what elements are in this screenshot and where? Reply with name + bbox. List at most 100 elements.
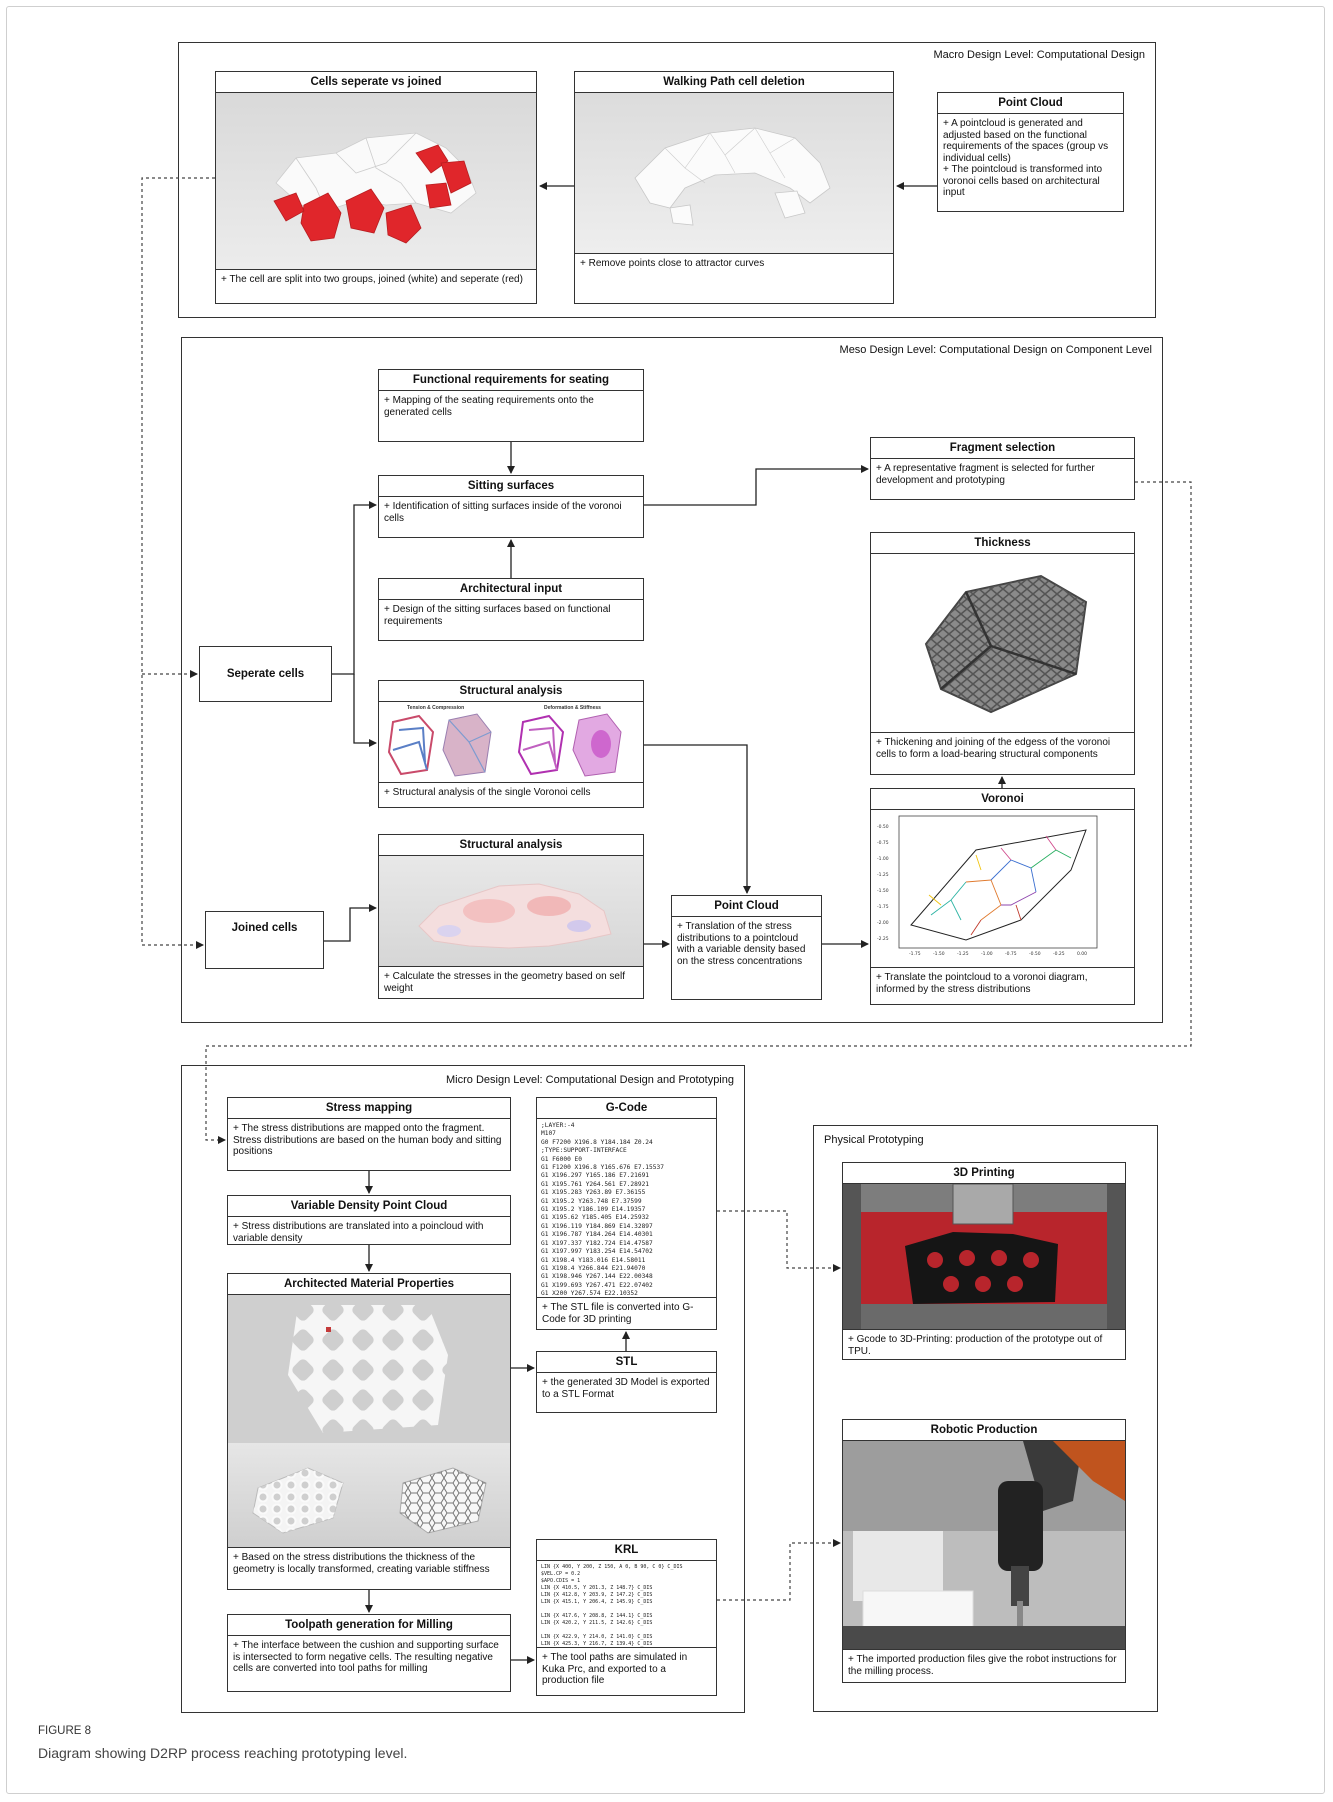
figure-caption: Diagram showing D2RP process reaching pr…: [38, 1745, 408, 1761]
walking-path-box: Walking Path cell deletion + Remove poin…: [574, 71, 894, 304]
sitting-surfaces-box: Sitting surfaces + Identification of sit…: [378, 475, 644, 538]
meso-pointcloud-text: + Translation of the stress distribution…: [677, 921, 806, 967]
functional-requirements-text: + Mapping of the seating requirements on…: [384, 395, 594, 418]
walking-path-title: Walking Path cell deletion: [575, 72, 893, 93]
physical-title: Physical Prototyping: [824, 1134, 924, 1146]
sitting-surfaces-text: + Identification of sitting surfaces ins…: [384, 501, 622, 524]
voronoi-ytick: -1.75: [877, 904, 889, 910]
figure-label: FIGURE 8: [38, 1725, 92, 1737]
architected-material-pattern-image: [228, 1295, 510, 1443]
macro-title: Macro Design Level: Computational Design: [933, 49, 1145, 61]
robotic-photo: [843, 1441, 1125, 1650]
fragment-selection-box: Fragment selection + A representative fr…: [870, 437, 1135, 500]
structural-analysis-single-title: Structural analysis: [379, 681, 643, 702]
voronoi-ytick: -1.25: [877, 872, 889, 878]
separate-cells-title: Seperate cells: [226, 668, 305, 680]
micro-title: Micro Design Level: Computational Design…: [446, 1074, 734, 1086]
voronoi-xtick: -0.25: [1053, 951, 1065, 957]
meso-title: Meso Design Level: Computational Design …: [839, 344, 1152, 356]
voronoi-xtick: -1.75: [909, 951, 921, 957]
macro-pointcloud-title: Point Cloud: [938, 93, 1123, 114]
separate-cells-box: Seperate cells: [199, 646, 332, 702]
structural-analysis-single-box: Structural analysis Tension & Compressio…: [378, 680, 644, 808]
structural-analysis-joined-box: Structural analysis + Calculate the stre…: [378, 834, 644, 999]
sitting-surfaces-title: Sitting surfaces: [379, 476, 643, 497]
variable-density-box: Variable Density Point Cloud + Stress di…: [227, 1195, 511, 1245]
printing-photo: [843, 1184, 1125, 1330]
tension-label: Tension & Compression: [407, 705, 465, 711]
cells-separate-box: Cells seperate vs joined + The cell are …: [215, 71, 537, 304]
robotic-text: + The imported production files give the…: [848, 1654, 1117, 1677]
gcode-text: + The STL file is converted into G-Code …: [542, 1302, 694, 1325]
structural-analysis-single-text: + Structural analysis of the single Voro…: [384, 787, 591, 798]
voronoi-xtick: 0.00: [1077, 951, 1087, 957]
krl-title: KRL: [537, 1540, 716, 1561]
voronoi-ytick: -0.50: [877, 824, 889, 830]
stress-mapping-box: Stress mapping + The stress distribution…: [227, 1097, 511, 1171]
voronoi-title: Voronoi: [871, 789, 1134, 810]
stress-render-image: [379, 856, 643, 967]
variable-density-title: Variable Density Point Cloud: [228, 1196, 510, 1217]
toolpath-text: + The interface between the cushion and …: [233, 1640, 499, 1674]
thickness-render-image: [871, 554, 1134, 733]
gcode-code: ;LAYER:-4 M107 G0 F7200 X196.8 Y184.184 …: [541, 1122, 664, 1297]
stl-text: + the generated 3D Model is exported to …: [542, 1377, 710, 1400]
stress-mapping-text: + The stress distributions are mapped on…: [233, 1123, 502, 1157]
toolpath-box: Toolpath generation for Milling + The in…: [227, 1614, 511, 1692]
variable-density-text: + Stress distributions are translated in…: [233, 1221, 484, 1244]
walking-path-render-image: [575, 93, 893, 254]
architectural-input-title: Architectural input: [379, 579, 643, 600]
architected-material-render-image: [228, 1443, 510, 1548]
krl-text: + The tool paths are simulated in Kuka P…: [542, 1652, 688, 1686]
fragment-selection-title: Fragment selection: [871, 438, 1134, 459]
thickness-box: Thickness + Thickening and joining of th…: [870, 532, 1135, 775]
stress-mapping-title: Stress mapping: [228, 1098, 510, 1119]
joined-cells-title: Joined cells: [231, 922, 298, 934]
meso-pointcloud-title: Point Cloud: [672, 896, 821, 917]
structural-analysis-cells-image: Tension & Compression Deformation & Stif…: [379, 702, 643, 783]
cells-separate-text: + The cell are split into two groups, jo…: [221, 274, 523, 285]
voronoi-xtick: -0.50: [1029, 951, 1041, 957]
gcode-listing: ;LAYER:-4 M107 G0 F7200 X196.8 Y184.184 …: [537, 1119, 716, 1298]
printing-text: + Gcode to 3D-Printing: production of th…: [848, 1334, 1103, 1357]
gcode-box: G-Code ;LAYER:-4 M107 G0 F7200 X196.8 Y1…: [536, 1097, 717, 1330]
krl-listing: LIN {X 400, Y 200, Z 150, A 0, B 90, C 0…: [537, 1561, 716, 1648]
toolpath-title: Toolpath generation for Milling: [228, 1615, 510, 1636]
stl-box: STL + the generated 3D Model is exported…: [536, 1351, 717, 1413]
stl-title: STL: [537, 1352, 716, 1373]
thickness-title: Thickness: [871, 533, 1134, 554]
architectural-input-text: + Design of the sitting surfaces based o…: [384, 604, 611, 627]
figure-frame: [6, 6, 1325, 1794]
macro-pointcloud-text: + A pointcloud is generated and adjusted…: [943, 118, 1109, 198]
macro-pointcloud-box: Point Cloud + A pointcloud is generated …: [937, 92, 1124, 212]
walking-path-text: + Remove points close to attractor curve…: [580, 258, 765, 269]
voronoi-xtick: -1.50: [933, 951, 945, 957]
voronoi-ytick: -2.25: [877, 936, 889, 942]
functional-requirements-box: Functional requirements for seating + Ma…: [378, 369, 644, 442]
voronoi-box: Voronoi -0.50 -0.75 -1.00 -1.25 -1.50 -1…: [870, 788, 1135, 1005]
architectural-input-box: Architectural input + Design of the sitt…: [378, 578, 644, 641]
voronoi-text: + Translate the pointcloud to a voronoi …: [876, 972, 1088, 995]
structural-analysis-joined-text: + Calculate the stresses in the geometry…: [384, 971, 625, 994]
functional-requirements-title: Functional requirements for seating: [379, 370, 643, 391]
printing-box: 3D Printing + Gcode to 3D-Printing: prod…: [842, 1162, 1126, 1360]
cells-render-image: [216, 93, 536, 270]
meso-pointcloud-box: Point Cloud + Translation of the stress …: [671, 895, 822, 1000]
thickness-text: + Thickening and joining of the edgess o…: [876, 737, 1111, 760]
voronoi-ytick: -1.50: [877, 888, 889, 894]
voronoi-xtick: -1.00: [981, 951, 993, 957]
voronoi-xtick: -1.25: [957, 951, 969, 957]
krl-box: KRL LIN {X 400, Y 200, Z 150, A 0, B 90,…: [536, 1539, 717, 1696]
architected-material-text: + Based on the stress distributions the …: [233, 1552, 490, 1575]
voronoi-plot-image: -0.50 -0.75 -1.00 -1.25 -1.50 -1.75 -2.0…: [871, 810, 1134, 968]
printing-title: 3D Printing: [843, 1163, 1125, 1184]
voronoi-ytick: -0.75: [877, 840, 889, 846]
structural-analysis-joined-title: Structural analysis: [379, 835, 643, 856]
architected-material-title: Architected Material Properties: [228, 1274, 510, 1295]
robotic-box: Robotic Production + The imported produc…: [842, 1419, 1126, 1683]
robotic-title: Robotic Production: [843, 1420, 1125, 1441]
cells-separate-title: Cells seperate vs joined: [216, 72, 536, 93]
architected-material-box: Architected Material Properties: [227, 1273, 511, 1590]
deformation-label: Deformation & Stiffness: [544, 705, 601, 711]
gcode-title: G-Code: [537, 1098, 716, 1119]
